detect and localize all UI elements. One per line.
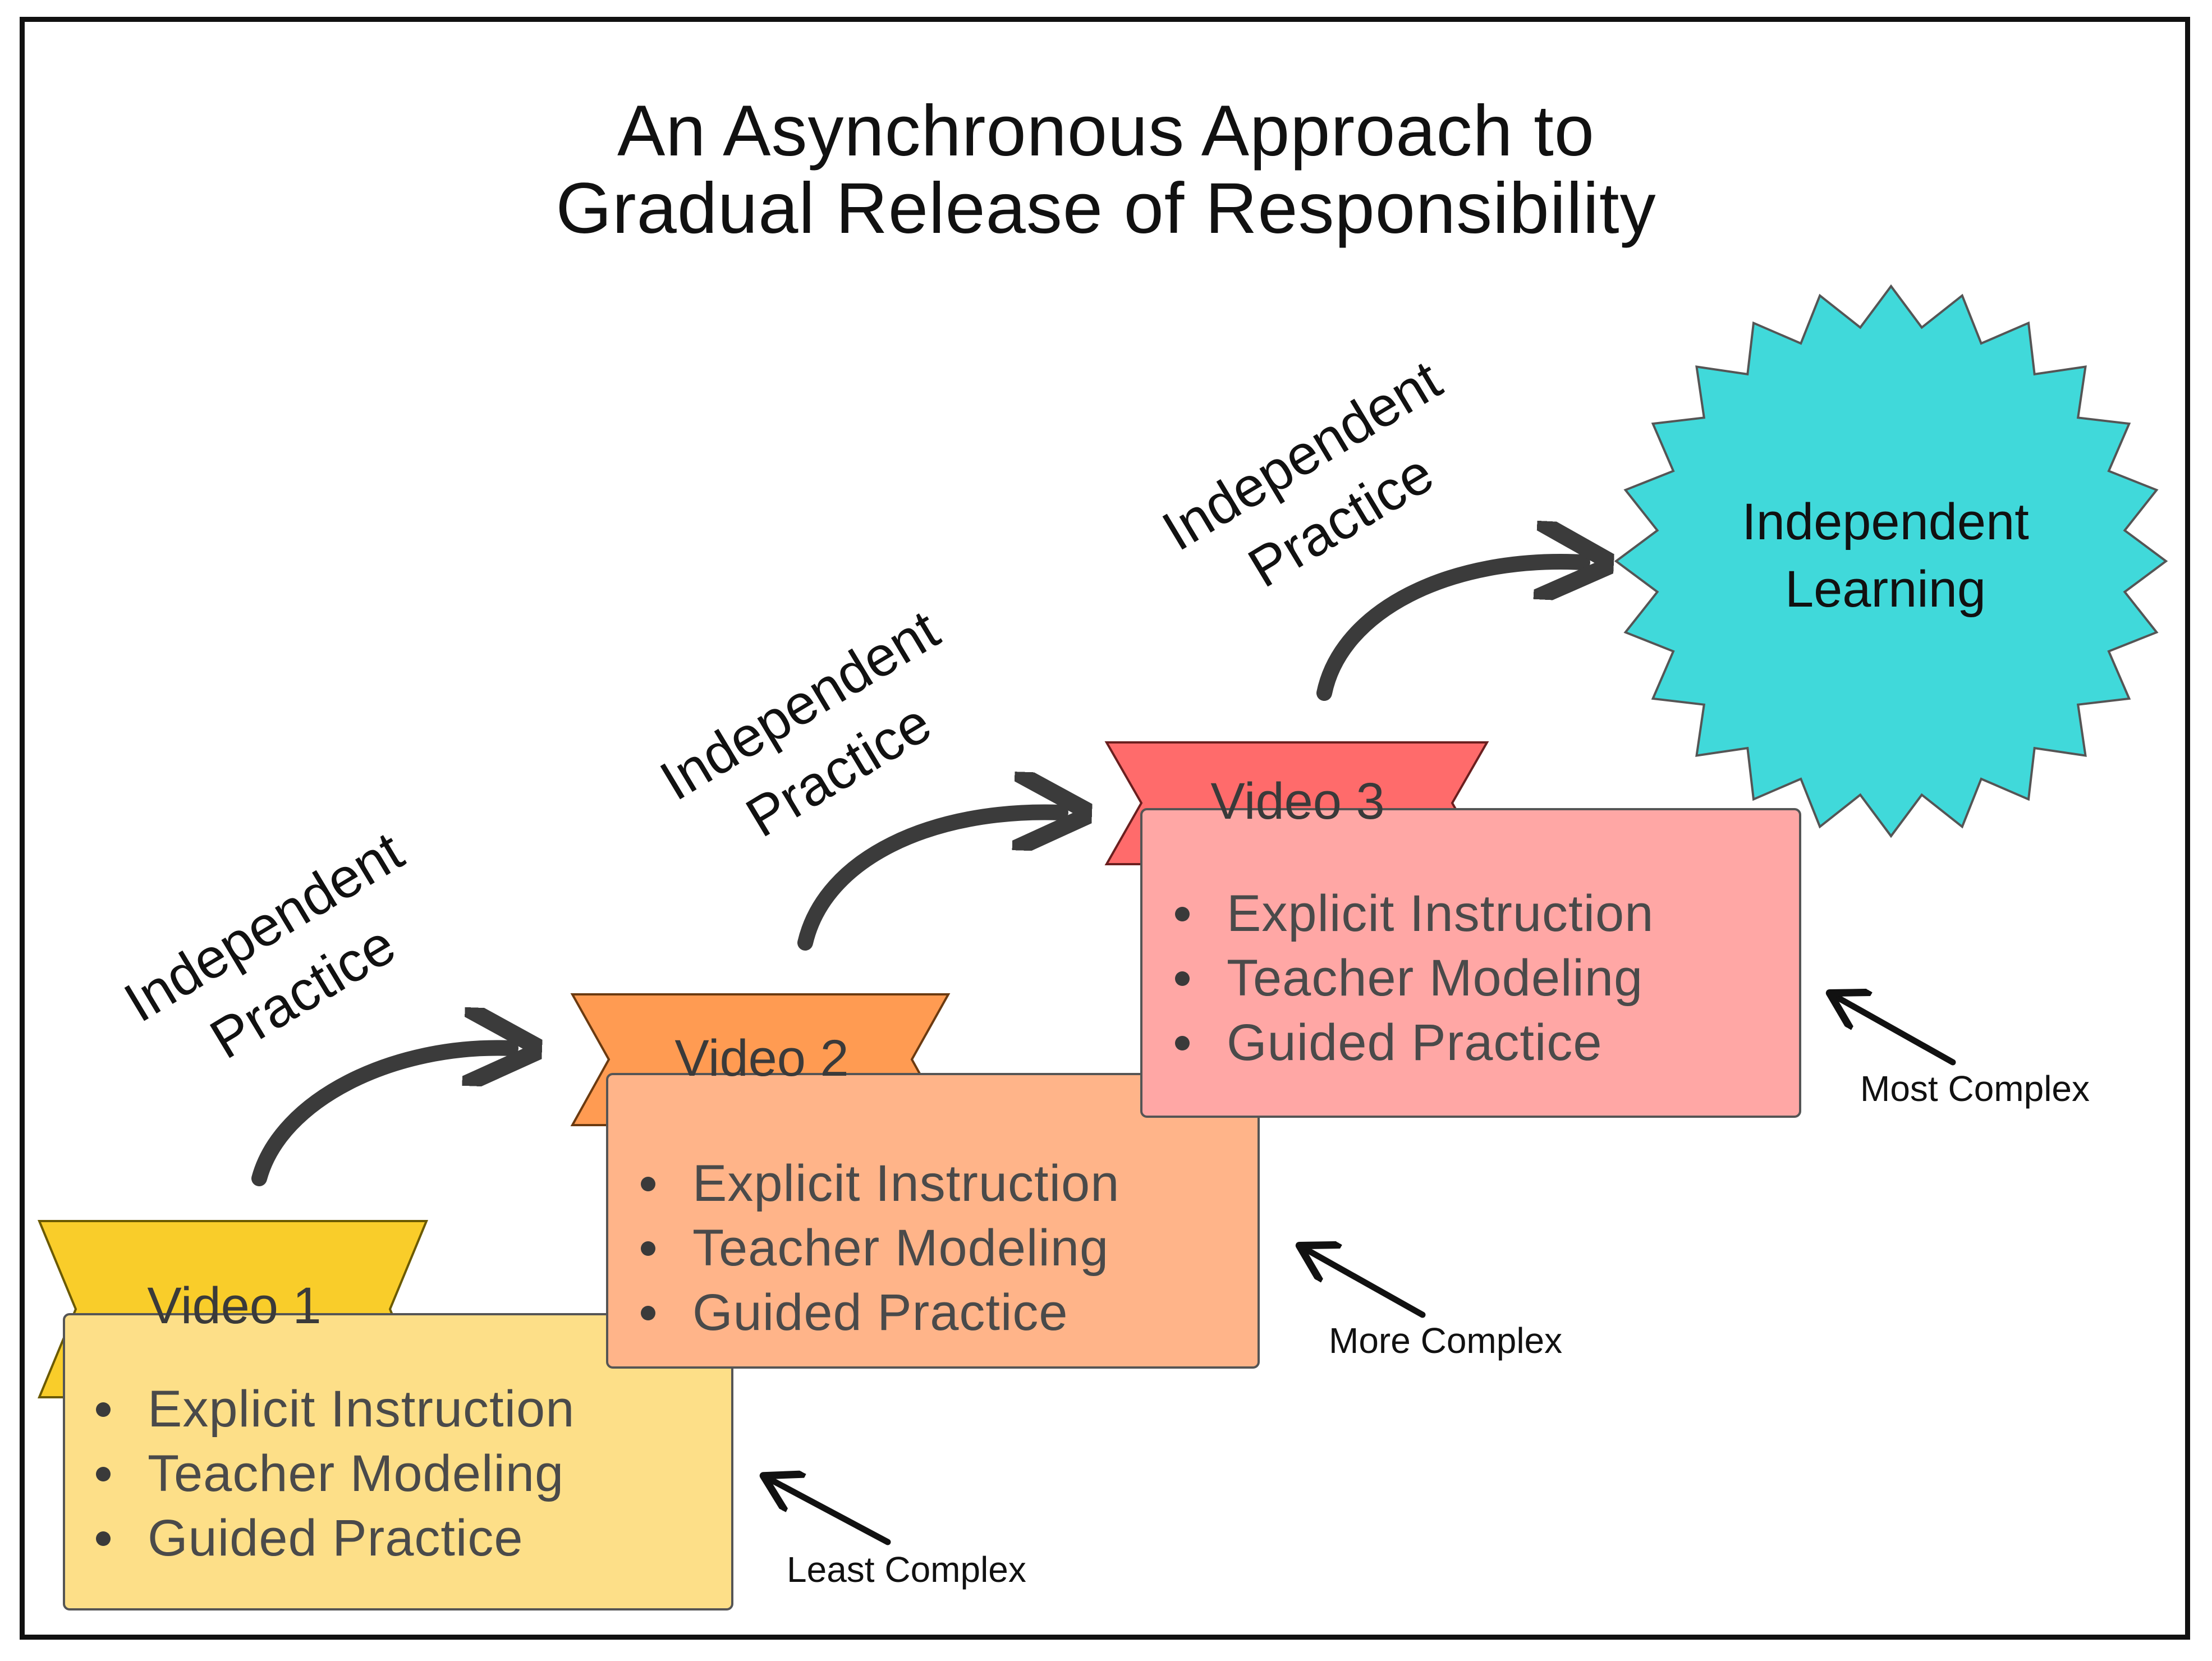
list-item: Explicit Instruction <box>1175 882 1654 946</box>
list-item: Explicit Instruction <box>641 1151 1119 1216</box>
video-1-label: Video 1 <box>147 1277 322 1334</box>
video-2-list: Explicit Instruction Teacher Modeling Gu… <box>641 1151 1119 1345</box>
list-item: Guided Practice <box>1175 1011 1654 1075</box>
list-item: Guided Practice <box>641 1281 1119 1345</box>
independent-learning-text: Independent Learning <box>1661 488 2110 623</box>
independent-learning-burst <box>1614 284 2168 838</box>
most-complex-label: Most Complex <box>1860 1068 2090 1109</box>
goal-line-1: Independent <box>1742 493 2029 550</box>
video-3-box: Explicit Instruction Teacher Modeling Gu… <box>1140 808 1801 1118</box>
title-line-1: An Asynchronous Approach to <box>617 91 1595 171</box>
practice-arrow-1 <box>251 1048 511 1186</box>
video-3-list: Explicit Instruction Teacher Modeling Gu… <box>1175 882 1654 1075</box>
practice-arrow-2 <box>797 813 1061 951</box>
diagram-border <box>20 17 2190 1640</box>
title-line-2: Gradual Release of Responsibility <box>556 168 1656 249</box>
more-complex-arrow <box>1305 1249 1426 1318</box>
list-item: Teacher Modeling <box>641 1216 1119 1281</box>
most-complex-arrow <box>1835 996 1956 1066</box>
video-1-list: Explicit Instruction Teacher Modeling Gu… <box>96 1377 575 1571</box>
practice-arrow-3 <box>1316 562 1582 701</box>
goal-line-2: Learning <box>1784 561 1986 618</box>
least-complex-arrow <box>769 1479 891 1545</box>
list-item: Teacher Modeling <box>1175 946 1654 1011</box>
video-2-label: Video 2 <box>674 1030 849 1087</box>
list-item: Teacher Modeling <box>96 1442 575 1506</box>
video-2-box: Explicit Instruction Teacher Modeling Gu… <box>606 1073 1260 1369</box>
video-3-label: Video 3 <box>1210 773 1385 830</box>
least-complex-label: Least Complex <box>787 1549 1026 1590</box>
more-complex-label: More Complex <box>1329 1320 1563 1361</box>
list-item: Guided Practice <box>96 1506 575 1571</box>
list-item: Explicit Instruction <box>96 1377 575 1442</box>
